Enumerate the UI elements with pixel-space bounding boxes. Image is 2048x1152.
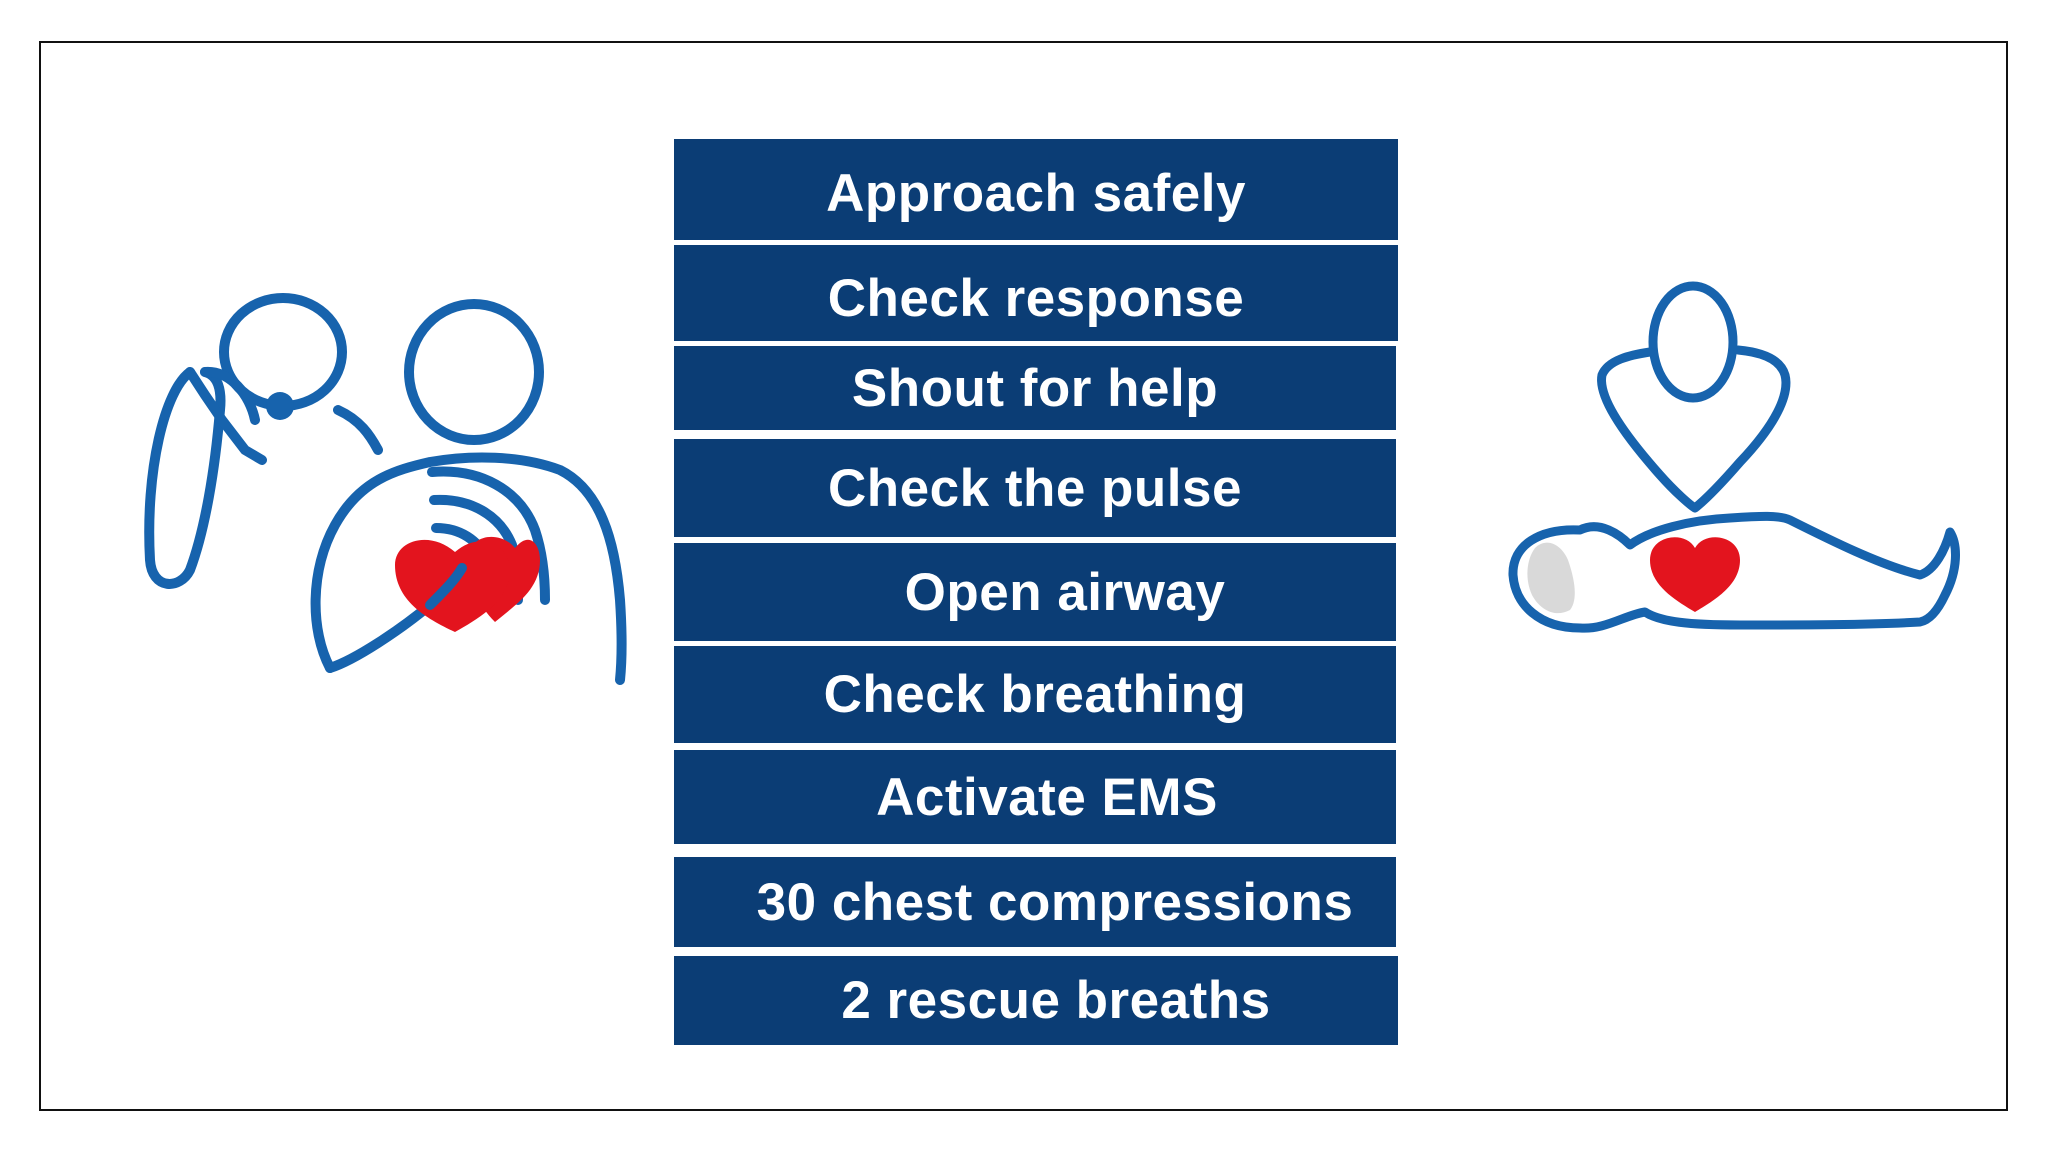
patient-body (310, 452, 627, 685)
step-shout-for-help: Shout for help (674, 346, 1396, 430)
step-label: Approach safely (826, 164, 1246, 223)
step-check-response: Check response (674, 245, 1398, 341)
cpr-compression-icon (1508, 281, 1960, 633)
step-30-chest-compressions: 30 chest compressions (674, 857, 1396, 947)
step-open-airway: Open airway (674, 543, 1396, 641)
caller-ear (266, 392, 294, 420)
patient-body (1508, 511, 1960, 633)
step-label: 30 chest compressions (756, 872, 1354, 932)
step-activate-ems: Activate EMS (674, 750, 1396, 844)
step-approach-safely: Approach safely (674, 139, 1398, 240)
rescuer-phone-heart-icon (144, 293, 627, 685)
heart-icon (1650, 537, 1740, 612)
step-label: Check breathing (823, 665, 1247, 724)
step-label: Shout for help (851, 358, 1219, 418)
step-label: Check response (827, 268, 1245, 328)
step-label: Open airway (904, 562, 1226, 622)
patient-head (404, 299, 544, 445)
step-label: Check the pulse (828, 458, 1242, 518)
step-label: Activate EMS (876, 767, 1218, 827)
rescuer-arms (1597, 345, 1791, 513)
step-check-the-pulse: Check the pulse (674, 439, 1396, 537)
step-label: 2 rescue breaths (841, 971, 1271, 1030)
step-2-rescue-breaths: 2 rescue breaths (674, 956, 1398, 1045)
rescuer-head (1648, 281, 1738, 403)
patient-head (1527, 542, 1575, 614)
step-check-breathing: Check breathing (674, 646, 1396, 743)
